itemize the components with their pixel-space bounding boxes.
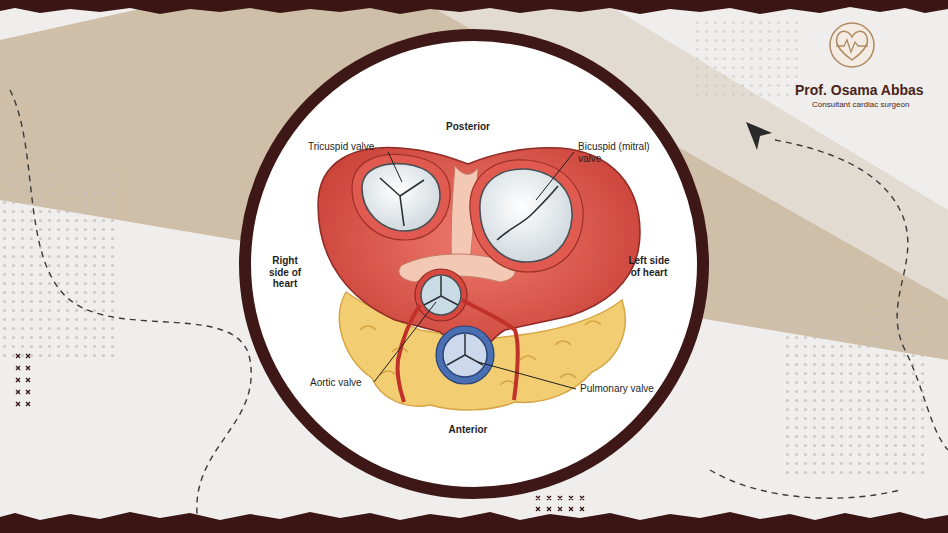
side-label: Left side of heart bbox=[628, 255, 670, 278]
side-label: Right side of heart bbox=[263, 255, 307, 290]
torn-strip bbox=[0, 0, 948, 14]
orientation-label: Anterior bbox=[449, 424, 488, 436]
logo-subtitle: Consultant cardiac surgeon bbox=[812, 100, 909, 109]
logo-name: Prof. Osama Abbas bbox=[795, 82, 924, 98]
mitral-leaflets bbox=[480, 169, 572, 262]
dashed-curve bbox=[10, 90, 251, 533]
x-mark bbox=[16, 354, 30, 406]
dashed-curve bbox=[775, 140, 948, 450]
part-label: Bicuspid (mitral) valve bbox=[578, 141, 662, 164]
logo-icon bbox=[830, 23, 874, 67]
right-coronary-artery bbox=[397, 305, 420, 402]
leader-line bbox=[536, 152, 574, 200]
tricuspid-leaflets bbox=[362, 164, 440, 231]
logo-heart bbox=[837, 31, 868, 60]
leader-lines bbox=[374, 152, 576, 389]
paper-plane-icon bbox=[746, 122, 772, 150]
part-label: Aortic valve bbox=[310, 377, 362, 389]
pulmonary-leaflets bbox=[443, 333, 487, 377]
leader-line bbox=[374, 302, 436, 382]
logo-ring bbox=[830, 23, 874, 67]
tricuspid-annulus bbox=[352, 154, 450, 240]
part-label: Pulmonary valve bbox=[580, 383, 654, 395]
aortic-commissures bbox=[424, 276, 458, 305]
tricuspid-commissures bbox=[380, 178, 424, 226]
logo-pulse bbox=[836, 40, 868, 52]
torn-strip bbox=[0, 512, 948, 533]
aortic-leaflets bbox=[421, 275, 461, 315]
circle-frame bbox=[245, 35, 703, 493]
leader-line bbox=[388, 152, 402, 182]
orientation-label: Posterior bbox=[446, 121, 490, 133]
x-mark bbox=[536, 496, 584, 511]
part-label: Tricuspid valve bbox=[308, 141, 374, 153]
pulmonary-trunk bbox=[436, 326, 494, 384]
leader-line bbox=[478, 362, 576, 389]
mitral-annulus bbox=[470, 160, 583, 272]
pulmonary-commissures bbox=[447, 334, 483, 365]
mitral-commissure bbox=[497, 186, 558, 240]
dot-pattern bbox=[690, 20, 800, 100]
dashed-curve bbox=[710, 470, 900, 498]
aortic-root bbox=[415, 269, 467, 321]
heart-illustration bbox=[318, 148, 640, 410]
dot-pattern bbox=[0, 170, 120, 360]
dot-pattern bbox=[780, 310, 930, 480]
